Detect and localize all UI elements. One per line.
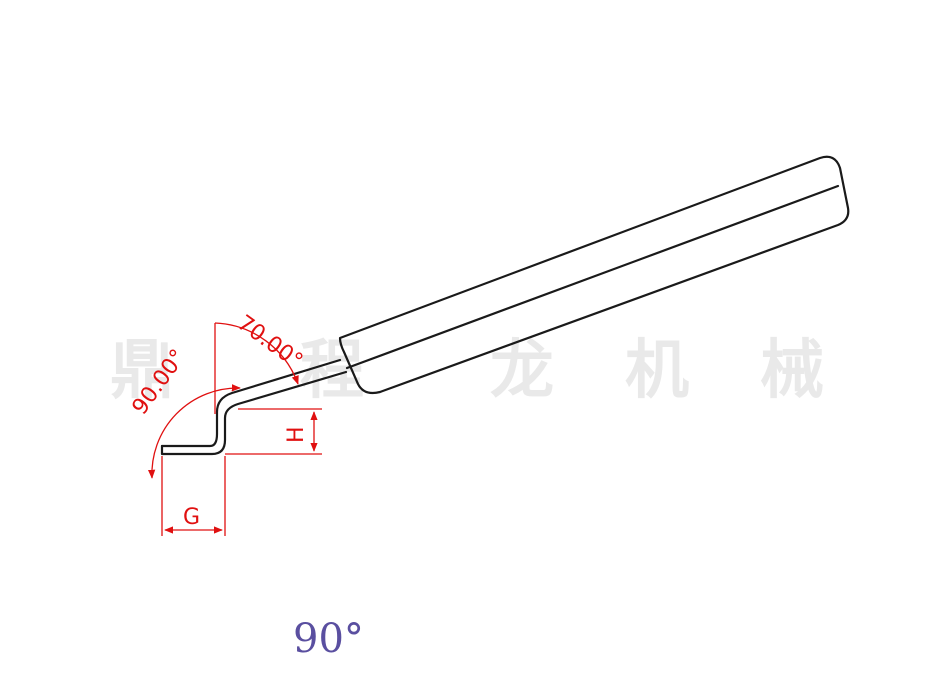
angle-90-arc bbox=[147, 384, 241, 479]
watermark-char-3: 龙 bbox=[490, 334, 554, 408]
watermark-char-4: 机 bbox=[625, 334, 689, 408]
angle-70-label: 70.00° bbox=[232, 311, 307, 375]
watermark-char-5: 械 bbox=[760, 334, 824, 408]
h-label: H bbox=[284, 426, 309, 443]
dimensions bbox=[147, 322, 322, 536]
tool-body bbox=[338, 155, 850, 395]
watermark-char-2: 程 bbox=[300, 334, 364, 408]
caption: 90° bbox=[293, 616, 364, 662]
angle-70-arc bbox=[214, 322, 299, 385]
watermark: 鼎 程 龙 机 械 bbox=[110, 334, 824, 408]
g-label: G bbox=[183, 505, 200, 530]
tool-centerline bbox=[345, 184, 840, 370]
